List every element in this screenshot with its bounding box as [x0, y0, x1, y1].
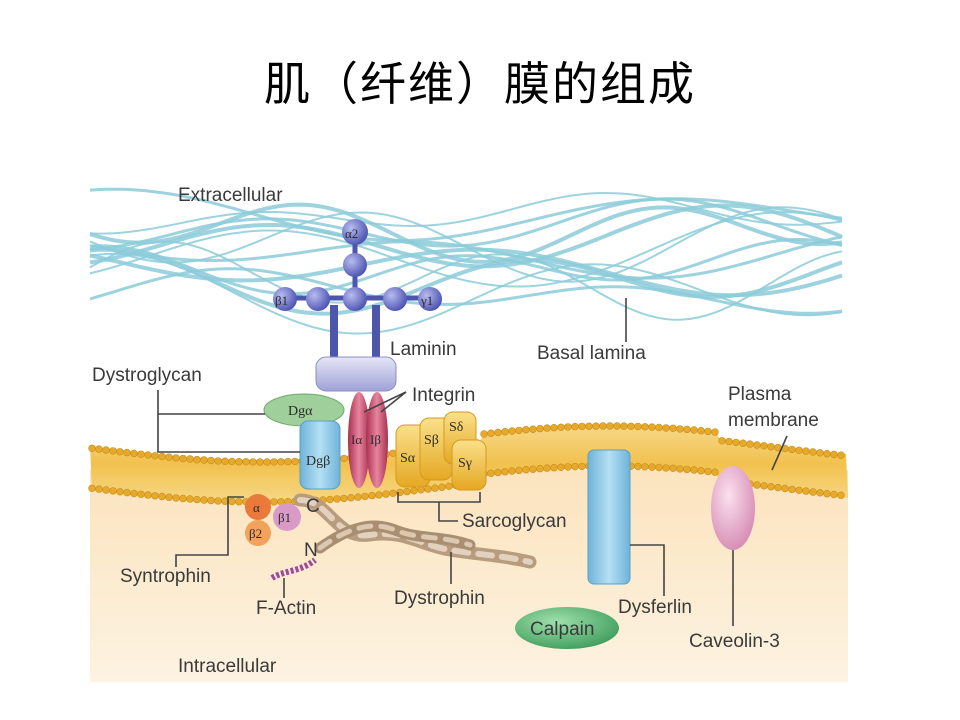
page-title: 肌（纤维）膜的组成	[264, 57, 696, 111]
f-actin-filament	[270, 557, 317, 581]
dystrophin-label: Dystrophin	[394, 588, 485, 609]
dystroglycan-label: Dystroglycan	[92, 365, 202, 386]
sarcoglycan-label: Sarcoglycan	[462, 511, 567, 532]
leader-lines	[157, 298, 788, 626]
laminin-label: Laminin	[390, 339, 457, 360]
basal-lamina-label: Basal lamina	[537, 343, 646, 364]
dg-beta-label: Dgβ	[306, 454, 330, 469]
integrin-beta	[366, 392, 388, 488]
caveolin3-label: Caveolin-3	[689, 631, 780, 652]
dystrophin-n-terminal-label: N	[304, 540, 318, 561]
syntrophin-alpha-label: α	[253, 500, 260, 515]
calpain-protein	[515, 607, 619, 649]
sarcoglycan-alpha-label: Sα	[400, 451, 416, 466]
dysferlin-protein	[587, 449, 631, 585]
intracellular-label: Intracellular	[178, 656, 277, 677]
laminin-binding-block	[315, 356, 397, 392]
dysferlin-label: Dysferlin	[618, 597, 692, 618]
dg-alpha-label: Dgα	[288, 404, 313, 419]
caveolin3-protein	[711, 466, 755, 550]
laminin-alpha2-ball	[342, 219, 368, 245]
laminin-beta1-label: β1	[275, 293, 288, 308]
sarcoglycan-delta-label: Sδ	[449, 420, 464, 435]
laminin-gamma1-label: γ1	[420, 293, 433, 308]
syntrophin-complex: α β2 β1	[245, 494, 301, 546]
dystrophin-c-terminal-label: C	[306, 496, 320, 517]
sarcoglycan-complex: Sα Sβ Sδ Sγ	[395, 411, 487, 491]
syntrophin-beta2-label: β2	[249, 526, 262, 541]
dystrophin-rod	[293, 493, 537, 569]
sarcoglycan-gamma-label: Sγ	[458, 456, 472, 471]
dystroglycan-beta	[299, 420, 341, 490]
extracellular-label: Extracellular	[178, 185, 283, 206]
syntrophin-beta1-label: β1	[278, 510, 291, 525]
f-actin-label: F-Actin	[256, 598, 316, 619]
basal-lamina-fibers	[89, 187, 843, 335]
laminin-alpha2-label: α2	[345, 226, 358, 241]
syntrophin-label: Syntrophin	[120, 566, 211, 587]
integrin-beta-label: Iβ	[370, 432, 381, 447]
sarcoglycan-beta-label: Sβ	[424, 433, 439, 448]
integrin-label: Integrin	[412, 385, 475, 406]
integrin-complex: Iα Iβ	[348, 392, 388, 488]
laminin-protein: α2 β1 γ1	[273, 219, 442, 357]
calpain-label: Calpain	[530, 619, 594, 640]
plasma-membrane-label-line2: membrane	[728, 410, 819, 431]
dystroglycan-complex: Dgα Dgβ	[263, 393, 345, 490]
integrin-alpha-label: Iα	[351, 432, 362, 447]
integrin-alpha	[348, 392, 370, 488]
plasma-membrane-label-line1: Plasma	[728, 384, 792, 405]
